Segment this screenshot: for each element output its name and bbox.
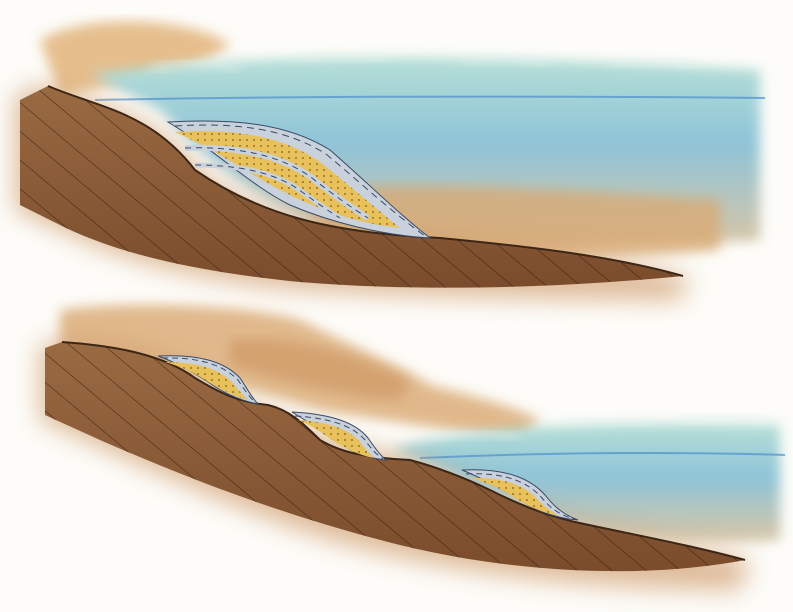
lower-panel (40, 305, 785, 590)
upper-panel (15, 21, 765, 300)
